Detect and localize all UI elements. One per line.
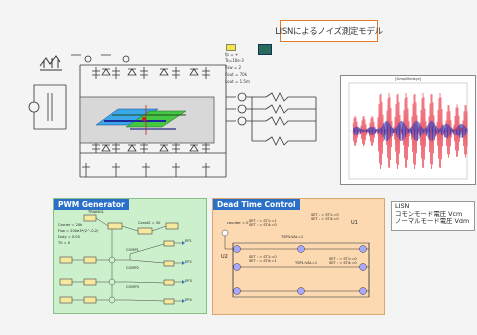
- scope-legend-common: Vcm1: [453, 127, 463, 131]
- unit-label: U2: [221, 254, 228, 260]
- pwm-generator-panel: PWM Generator TRIANG1 Carrier = 20k Fsw …: [53, 198, 207, 314]
- lisn-note-line: ノーマルモード電圧 Vdm: [395, 217, 470, 226]
- control-label: Lout = 1.5m: [225, 79, 250, 84]
- output-label: EP3: [185, 279, 192, 283]
- counter-label: counter = 0: [227, 221, 249, 225]
- output-label: EP1: [185, 239, 192, 243]
- pwm-param: Fsw = 200e3*(2^-0.2): [58, 229, 99, 233]
- control-label: fp = +: [225, 52, 239, 57]
- pwm-block-diagram: [59, 214, 185, 305]
- pwm-panel-title: PWM Generator: [54, 199, 129, 210]
- comparator-label: COMP1: [126, 248, 139, 252]
- lisn-note-line: コモンモード電圧 Vcm: [395, 209, 463, 218]
- dead-panel-title: Dead Time Control: [213, 199, 300, 210]
- inverter-schematic: [28, 54, 317, 178]
- lisn-note-line: LISN: [395, 202, 410, 210]
- lisn-note: LISN コモンモード電圧 Vcm ノーマルモード電圧 Vdm: [391, 201, 475, 231]
- triangle-label: TRIANG1: [88, 210, 104, 214]
- meter-icon: [258, 44, 272, 55]
- unit-label: U1: [351, 220, 358, 226]
- scope-trace-normal: [352, 120, 468, 141]
- state-label: SET : = ST1:=0 SET : = ST4:=1: [249, 255, 277, 264]
- state-label: SET : = ST1:=0 SET : = ST4:=0: [311, 213, 339, 222]
- control-label: Fout = 70k: [225, 72, 248, 77]
- probe-icon: [226, 44, 236, 51]
- scope-title: [Simplifiedxyz]: [394, 77, 422, 81]
- state-label: SET : = ST1:=0 SET : = ST4:=0: [329, 257, 357, 266]
- scope-window: [Simplifiedxyz] Vcm1 Vdm1: [340, 75, 476, 185]
- output-label: EP4: [185, 298, 192, 302]
- pwm-param: Carrier = 20k: [58, 223, 83, 227]
- diagram-title: LISNによるノイズ測定モデル: [275, 20, 383, 42]
- comparator-label: COMP3: [126, 285, 139, 289]
- dead-time-control-panel: Dead Time Control counter = 0 SET : = ST…: [212, 198, 385, 315]
- transition-label: TSP4:VAL=1: [281, 235, 304, 239]
- pwm-param: Duty = 0.05: [58, 235, 80, 239]
- comparator-label: COMP2: [126, 266, 139, 270]
- state-label: SET : = ST1:=1 SET : = ST4:=0: [249, 219, 277, 228]
- scope-plot: Vcm1 Vdm1: [348, 82, 468, 180]
- scope-legend-normal: Vdm1: [453, 132, 463, 136]
- state-machine-diagram: [221, 229, 370, 298]
- control-label: Ts=10e-3: [225, 58, 244, 63]
- pwm-param: T0 = 0: [58, 241, 71, 245]
- transition-label: TSP1:VAL=1: [295, 261, 318, 265]
- logo-mark: [39, 55, 62, 71]
- gain-label: Const2 = 50: [138, 221, 161, 225]
- control-label: Fsw = 2: [225, 65, 242, 70]
- output-label: EP2: [185, 260, 192, 264]
